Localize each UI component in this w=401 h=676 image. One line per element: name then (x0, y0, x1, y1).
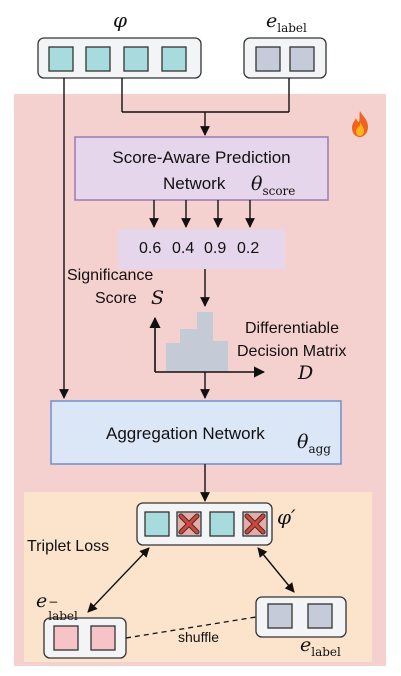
theta-score: θscore (251, 173, 295, 198)
positive-label-e: e (300, 634, 312, 656)
decision-matrix-label: Differentiable (245, 320, 339, 337)
score-value: 0.4 (172, 240, 195, 257)
score-values-box (118, 229, 285, 269)
score-value: 0.2 (237, 240, 260, 257)
phi-prime-cell (209, 511, 235, 537)
positive-cell (307, 603, 333, 629)
shuffle-line (125, 616, 257, 639)
negative-cell (90, 625, 116, 651)
elabel-cell (255, 46, 281, 72)
elabel-cell (289, 46, 315, 72)
significance-label: Significance (67, 267, 154, 284)
elabel-subscript: label (277, 20, 307, 35)
theta-agg-subscript: agg (308, 441, 331, 456)
positive-label-subscript: label (311, 644, 341, 659)
negative-cell (53, 625, 79, 651)
phi-cell (85, 46, 111, 72)
theta-agg: θagg (297, 431, 331, 456)
phi-symbol: φ (113, 8, 127, 32)
aggregation-network-title: Aggregation Network (106, 424, 265, 443)
score-network-line1: Score-Aware Prediction (112, 148, 291, 167)
phi-input-box (37, 37, 202, 79)
significance-score-label: Score (95, 290, 137, 307)
elabel-symbol: elabel (266, 10, 307, 35)
flame-icon (352, 111, 368, 137)
phi-prime-symbol: φ′ (277, 505, 296, 529)
positive-label-symbol: elabel (300, 634, 341, 659)
negative-label-subscript: label (48, 609, 78, 623)
theta-agg-symbol: θ (297, 431, 309, 453)
phi-prime-box (136, 502, 273, 546)
negative-label-symbol: e−label (36, 590, 81, 623)
decision-matrix-label: Decision Matrix (237, 343, 347, 360)
decision-histogram (166, 312, 228, 372)
aggregation-network-box (50, 400, 342, 465)
score-network-line2: Network (163, 174, 226, 193)
theta-score-subscript: score (262, 183, 296, 198)
triplet-loss-title: Triplet Loss (27, 538, 110, 555)
phi-cell (123, 46, 149, 72)
elabel-text: e (266, 10, 278, 32)
significance-symbol: S (151, 287, 165, 309)
negative-label-superscript: − (48, 595, 59, 609)
score-network-box (74, 136, 329, 201)
phi-prime-cell (144, 511, 170, 537)
score-value: 0.6 (139, 240, 162, 257)
x-mark-icon (244, 513, 266, 535)
score-network-title: Score-Aware Prediction (75, 148, 328, 168)
phi-cell (161, 46, 187, 72)
score-network-subtitle: Network (163, 174, 225, 194)
triplet-arrow-positive (257, 547, 295, 593)
decision-matrix-symbol: D (298, 362, 314, 384)
x-mark-icon (178, 513, 200, 535)
negative-label-e: e (36, 590, 48, 612)
theta-score-symbol: θ (251, 173, 263, 195)
score-value: 0.9 (204, 240, 227, 257)
positive-cell (267, 603, 293, 629)
phi-cell (48, 46, 74, 72)
phi-text: φ (113, 8, 128, 32)
triplet-arrow-negative (87, 547, 150, 613)
shuffle-label: shuffle (178, 629, 219, 645)
